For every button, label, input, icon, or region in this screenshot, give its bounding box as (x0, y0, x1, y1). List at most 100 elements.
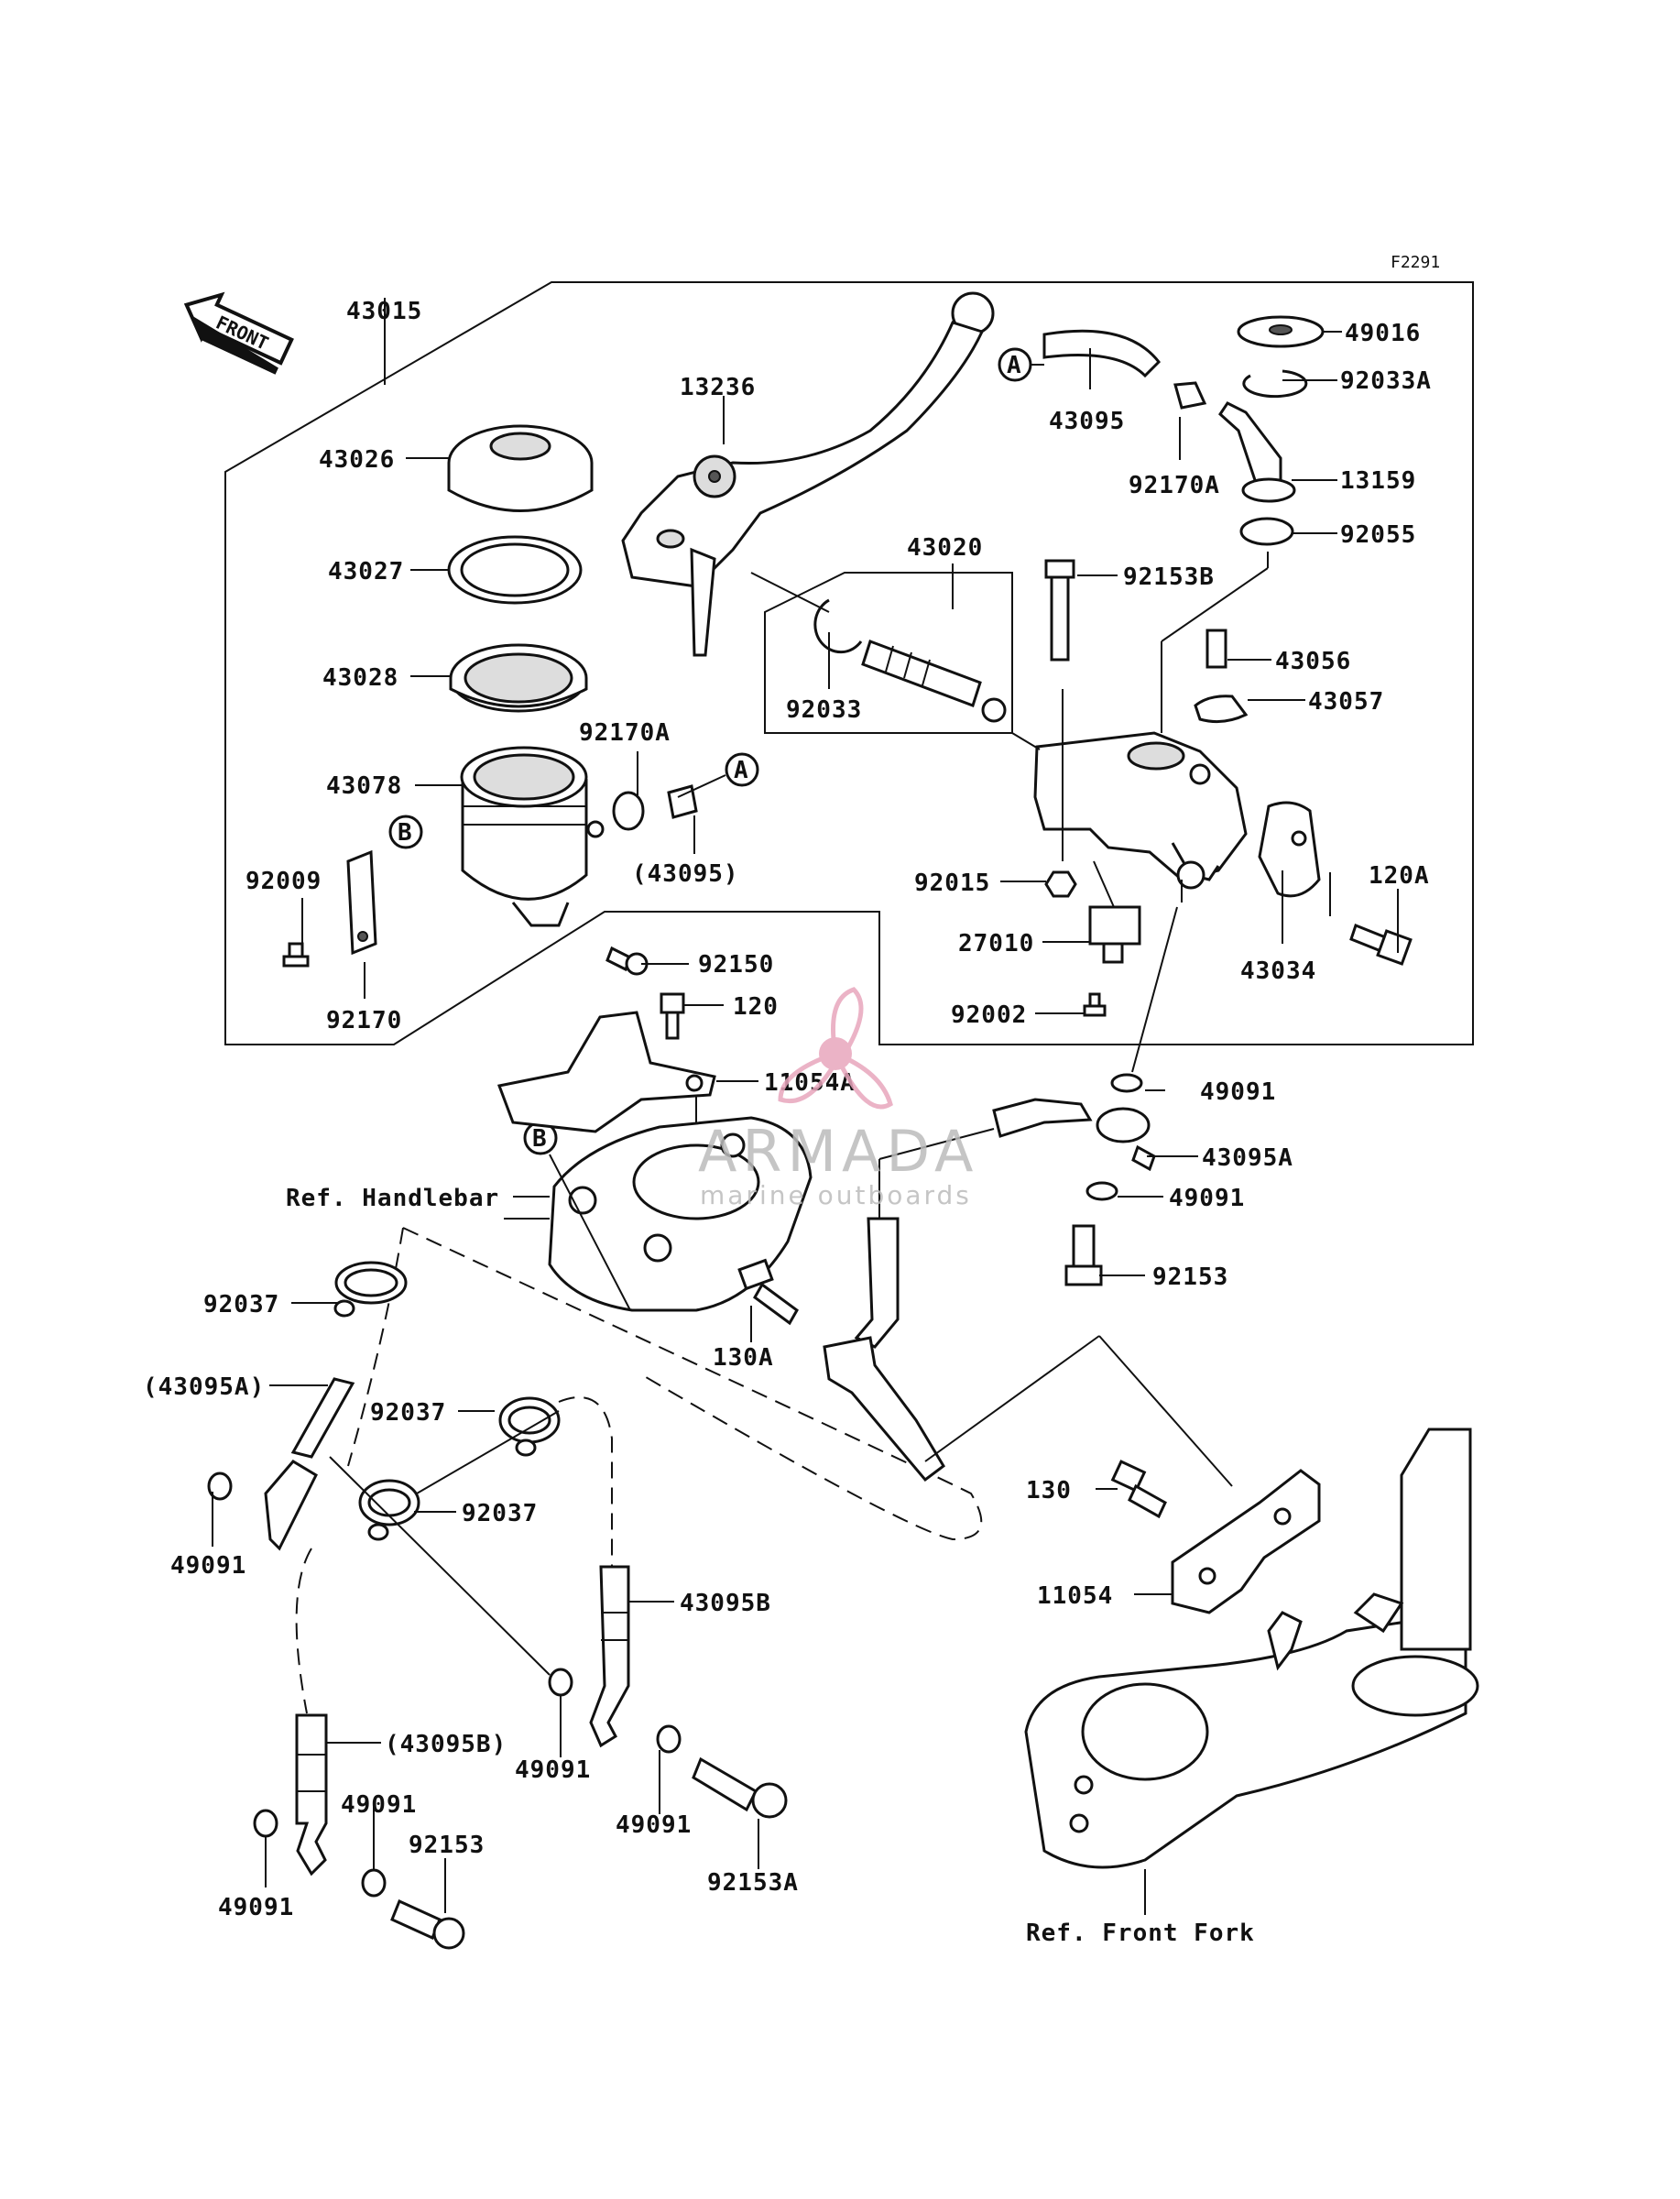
bracket-11054a (496, 1011, 716, 1133)
label-43056: 43056 (1275, 648, 1351, 675)
hose-clamp-92037-b (498, 1396, 561, 1457)
hose-43095a (992, 1073, 1156, 1201)
hose-center (823, 1217, 945, 1482)
watermark-tagline: marine outboards (700, 1180, 972, 1210)
label-92037-c: 92037 (462, 1500, 538, 1527)
bolt-130a (737, 1258, 799, 1326)
propeller-logo-icon (778, 987, 893, 1110)
label-49091-e: 49091 (341, 1791, 417, 1819)
diaphragm (449, 643, 588, 713)
label-49016: 49016 (1345, 320, 1421, 347)
svg-text:B: B (532, 1125, 548, 1153)
bolt-120a (1349, 924, 1413, 966)
bolt-120 (660, 992, 685, 1040)
hose-clamp-92170a-mid (612, 784, 698, 831)
cap-49016 (1237, 315, 1325, 348)
piston-assembly (861, 640, 1007, 723)
label-92037-a: 92037 (203, 1291, 279, 1318)
switch-27010 (1088, 905, 1141, 964)
label-43028: 43028 (322, 664, 398, 692)
washer-49091-right-low (656, 1724, 682, 1754)
label-49091-g: 49091 (218, 1894, 294, 1921)
front-fork-bracket (1024, 1611, 1467, 1869)
hose-dashed-right (558, 1396, 613, 1567)
label-43078: 43078 (326, 772, 402, 800)
label-49091-c: 49091 (170, 1552, 246, 1580)
label-92153-a: 92153 (1152, 1264, 1228, 1291)
hose-43095 (1042, 329, 1207, 410)
label-43095b: 43095B (680, 1590, 771, 1617)
label-43095-ref: (43095) (632, 860, 739, 888)
cap-gasket (447, 535, 583, 605)
fork-tube (1267, 1428, 1479, 1717)
svg-text:A: A (734, 757, 749, 784)
label-92033a: 92033A (1340, 367, 1432, 395)
label-43020: 43020 (907, 534, 983, 562)
callout-b-mid: B (388, 815, 423, 849)
bolt-92153b (1044, 559, 1075, 662)
hose-clamp-92037-c (358, 1479, 420, 1541)
circlip-92033 (813, 598, 863, 654)
ref-front-fork-label: Ref. Front Fork (1026, 1920, 1255, 1947)
label-43034: 43034 (1240, 957, 1316, 985)
washer-49091-bottom-center (361, 1868, 387, 1898)
hose-clamp-92037-a (333, 1261, 408, 1318)
label-92055: 92055 (1340, 521, 1416, 549)
label-43095a-ref: (43095A) (143, 1373, 265, 1401)
label-92170a-mid: 92170A (579, 719, 671, 747)
bleeder-43056 (1205, 629, 1227, 669)
callout-a-top: A (998, 347, 1032, 382)
hose-43095b (589, 1565, 630, 1748)
label-120a: 120A (1369, 862, 1430, 890)
watermark: ARMADA marine outboards (698, 987, 978, 1210)
bolt-92153-right (1064, 1224, 1103, 1286)
label-92150: 92150 (698, 951, 774, 979)
piston-callout-box (764, 572, 1013, 734)
watermark-brand: ARMADA (698, 1118, 978, 1185)
screw-92002 (1083, 992, 1107, 1017)
cap-43057 (1194, 695, 1249, 724)
reservoir-bracket (346, 849, 377, 956)
nut-92015 (1044, 870, 1077, 898)
bolt-92153-bottom (390, 1898, 465, 1950)
label-130a: 130A (713, 1344, 774, 1372)
clamp-43034 (1258, 801, 1321, 898)
circlip-92033a (1242, 369, 1308, 399)
svg-text:B: B (398, 819, 413, 847)
label-43095b-ref: (43095B) (385, 1731, 507, 1758)
label-49091-a: 49091 (1200, 1078, 1276, 1106)
label-92033: 92033 (786, 696, 862, 724)
label-43015: 43015 (346, 298, 422, 325)
label-92170a-top: 92170A (1129, 472, 1220, 499)
label-49091-f: 49091 (616, 1811, 692, 1839)
label-43026: 43026 (319, 446, 395, 474)
bolt-92150 (605, 946, 649, 976)
label-92015: 92015 (914, 870, 990, 897)
label-43095a: 43095A (1202, 1144, 1293, 1172)
callout-a-mid: A (725, 752, 759, 787)
bolt-130 (1110, 1460, 1167, 1519)
label-92002: 92002 (951, 1001, 1027, 1029)
washer-49091-center (548, 1668, 573, 1697)
part-labels: 43015 13236 43095 49016 92033A 43026 921… (143, 298, 1432, 1947)
ref-handlebar-label: Ref. Handlebar (286, 1185, 499, 1212)
label-92009: 92009 (245, 868, 322, 895)
label-27010: 27010 (958, 930, 1034, 957)
hose-43095a-ref (264, 1377, 355, 1551)
label-92170: 92170 (326, 1007, 402, 1034)
label-130: 130 (1026, 1477, 1072, 1504)
bracket-11054 (1171, 1469, 1321, 1614)
svg-text:A: A (1007, 352, 1022, 379)
front-arrow-icon: FRONT (183, 291, 294, 375)
label-13159: 13159 (1340, 467, 1416, 495)
label-49091-d: 49091 (515, 1756, 591, 1784)
handlebar-outline (347, 1227, 983, 1541)
label-92037-b: 92037 (370, 1399, 446, 1427)
assembly-outline (224, 281, 1474, 1045)
label-11054: 11054 (1037, 1582, 1113, 1610)
brake-lever (621, 291, 995, 657)
hose-dashed-left (295, 1548, 312, 1714)
handlebar-clamp (548, 1116, 813, 1312)
label-92153-b: 92153 (409, 1832, 485, 1859)
